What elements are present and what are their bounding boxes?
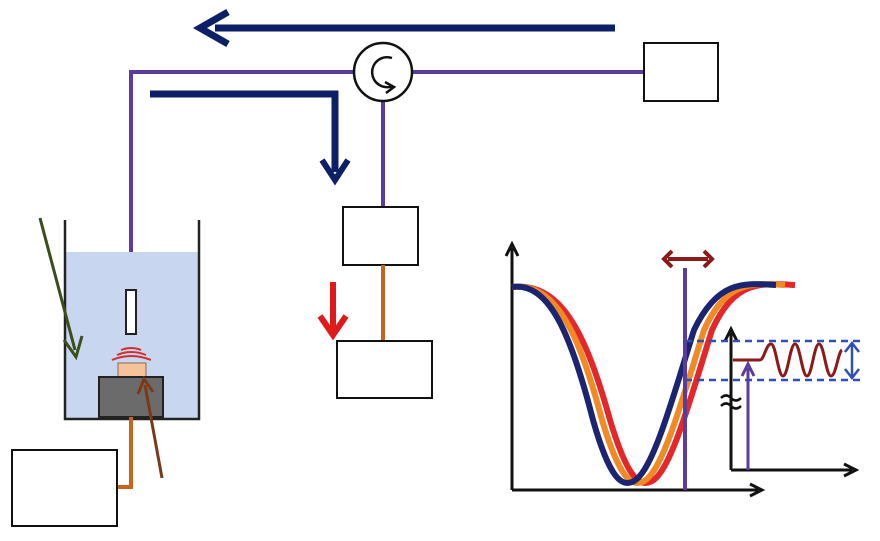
transducer-cable [118,417,133,489]
fiber-probe [125,289,137,335]
oscillating-signal [733,342,844,378]
arrow-diagonal-icon [136,375,164,479]
curve-orange [511,281,786,486]
lower-box [336,340,433,399]
middle-box [342,206,419,266]
circulator-icon [352,41,414,103]
double-arrow-icon [661,249,715,269]
arrow-bent-down-icon [150,90,351,186]
sample-block [117,362,147,378]
arrow-up-icon [740,360,756,470]
arrow-down-icon [317,282,349,341]
double-arrow-icon [844,340,860,381]
arrow-diagonal-icon [38,217,84,361]
top-right-box [643,42,719,102]
fiber-to-probe [129,70,355,290]
plot-axes [504,240,766,498]
resonance-plot [504,240,862,498]
inset-axes [723,325,860,478]
transducer [98,376,164,418]
curve-navy [511,281,777,486]
curve-red [511,281,796,486]
fiber-lines [129,70,644,290]
ultrasound-waves [111,347,152,361]
axis-break-icon [720,394,742,410]
bottom-left-box [11,449,118,527]
arrow-left-icon [192,8,615,48]
